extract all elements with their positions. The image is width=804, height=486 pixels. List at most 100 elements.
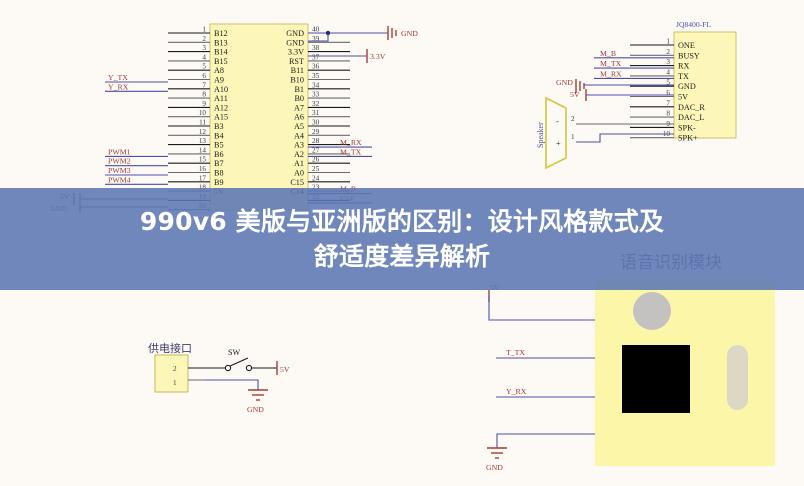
switch-contact-left bbox=[224, 364, 232, 372]
jq-5v-label: 5V bbox=[570, 90, 580, 99]
mcu-right-pin-name: B1 bbox=[294, 85, 304, 94]
jq-net-label: M_RX bbox=[600, 69, 622, 78]
jq-pin-name: RX bbox=[678, 62, 689, 71]
mcu-right-pin-number: 37 bbox=[312, 53, 320, 61]
mcu-right-pin-number: 27 bbox=[312, 146, 320, 154]
mcu-right-pin-number: 31 bbox=[312, 109, 320, 117]
mcu-right-pin-name: C15 bbox=[290, 178, 304, 187]
mcu-left-pin-name: A10 bbox=[214, 85, 228, 94]
mcu-left-pin-number: 3 bbox=[202, 44, 206, 52]
mcu-left-pin-name: A15 bbox=[214, 113, 228, 122]
mcu-left-pin-name: B4 bbox=[214, 131, 224, 140]
wire-pc-gnd-seg2 bbox=[205, 379, 259, 390]
wire-vm-gnd bbox=[496, 433, 595, 448]
mcu-right-pin-name: GND bbox=[286, 29, 304, 38]
jq-pin-name: ONE bbox=[678, 41, 695, 50]
switch-blade bbox=[229, 357, 249, 367]
mcu-right-pin-name: A3 bbox=[294, 141, 304, 150]
mcu-left-pin-number: 2 bbox=[202, 35, 206, 43]
mcu-left-pin-name: B7 bbox=[214, 159, 224, 168]
mcu-left-pin-name: B8 bbox=[214, 169, 224, 178]
vm-ttx-label: T_TX bbox=[506, 348, 525, 357]
mcu-left-pin-number: 11 bbox=[199, 119, 206, 127]
jq-pin-number: 5 bbox=[666, 79, 670, 87]
mcu-left-pin-name: B5 bbox=[214, 141, 224, 150]
jq-pin-name: SPK- bbox=[678, 123, 696, 132]
vm-gnd-label: GND bbox=[486, 463, 503, 472]
mcu-left-pin-number: 9 bbox=[202, 100, 206, 108]
speaker-pin-2-num: 2 bbox=[571, 115, 575, 123]
mcu-left-pin-number: 12 bbox=[199, 128, 207, 136]
mcu-left-pin-number: 17 bbox=[199, 174, 207, 182]
mcu-left-pin-name: A11 bbox=[214, 94, 228, 103]
title-overlay-text: 990v6 美版与亚洲版的区别：设计风格款式及 舒适度差异解析 bbox=[32, 204, 772, 275]
mcu-right-pin-number: 33 bbox=[312, 91, 320, 99]
mcu-right-pin-name: A6 bbox=[294, 113, 304, 122]
mcu-left-pin-number: 18 bbox=[199, 184, 207, 192]
jq-pin-name: DAC_R bbox=[678, 103, 705, 112]
jq-net-label: M_B bbox=[600, 49, 616, 58]
jq-net-label: M_TX bbox=[600, 59, 622, 68]
power-connector-body bbox=[154, 354, 189, 393]
mcu-left-pin-name: B14 bbox=[214, 48, 228, 57]
mcu-right-pin-name: 3.3V bbox=[288, 48, 304, 57]
jq-pin-name: SPK+ bbox=[678, 134, 698, 143]
mcu-left-pin-name: A9 bbox=[214, 76, 224, 85]
jq-pin-number: 3 bbox=[666, 58, 670, 66]
mcu-right-pin-name: A4 bbox=[294, 131, 304, 140]
mcu-left-pin-number: 8 bbox=[202, 91, 206, 99]
mcu-left-net-label: Y_TX bbox=[108, 73, 128, 82]
mcu-right-pin-number: 38 bbox=[312, 44, 320, 52]
mcu-right-pin-name: B11 bbox=[291, 66, 304, 75]
mcu-right-pin-number: 30 bbox=[312, 119, 320, 127]
mcu-left-pin-number: 7 bbox=[202, 81, 206, 89]
pc-gnd-label: GND bbox=[247, 405, 264, 414]
mcu-right-net-label: M_TX bbox=[340, 147, 362, 156]
mcu-left-pin-number: 4 bbox=[202, 53, 206, 61]
mcu-right-net-label: M_RX bbox=[340, 138, 362, 147]
mcu-right-pin-number: 25 bbox=[312, 165, 320, 173]
microphone-icon bbox=[633, 292, 671, 330]
mcu-left-pin-number: 14 bbox=[199, 146, 207, 154]
mcu-left-pin-name: B9 bbox=[214, 178, 224, 187]
mcu-left-pin-number: 5 bbox=[202, 63, 206, 71]
mcu-right-pin-name: A0 bbox=[294, 169, 304, 178]
power-connector-pin1-num: 1 bbox=[173, 379, 177, 387]
mcu-right-pin-name: RST bbox=[289, 57, 304, 66]
mcu-left-net-label: PWM2 bbox=[108, 157, 131, 166]
mcu-right-pin-name: B0 bbox=[294, 94, 304, 103]
speaker-label: Speaker bbox=[536, 122, 545, 148]
wire-vm-5v bbox=[488, 296, 595, 321]
mcu-right-pin-number: 39 bbox=[312, 35, 320, 43]
switch-label: SW bbox=[228, 348, 241, 357]
jq-pin-name: BUSY bbox=[678, 51, 700, 60]
jq-module-title: JQ8400-FL bbox=[676, 20, 711, 29]
power-connector-pin2-num: 2 bbox=[173, 365, 177, 373]
mcu-right-pin-number: 24 bbox=[312, 174, 320, 182]
speaker-symbol bbox=[545, 96, 567, 170]
jq-pin-number: 6 bbox=[666, 89, 670, 97]
jq-pin-number: 2 bbox=[666, 48, 670, 56]
jq-pin-number: 7 bbox=[666, 99, 670, 107]
mcu-left-net-label: PWM1 bbox=[108, 147, 131, 156]
jq-pin-number: 8 bbox=[666, 110, 670, 118]
mcu-left-pin-name: B13 bbox=[214, 38, 228, 47]
jq-pin-name: GND bbox=[678, 82, 696, 91]
mcu-right-pin-number: 28 bbox=[312, 137, 320, 145]
mcu-left-pin-number: 16 bbox=[199, 165, 207, 173]
mcu-right-pin-name: A7 bbox=[294, 103, 304, 112]
mcu-left-pin-name: B3 bbox=[214, 122, 224, 131]
gnd-40-label: GND bbox=[401, 29, 418, 38]
jq-pin-name: TX bbox=[678, 72, 689, 81]
speaker-pin-1-num: 1 bbox=[571, 133, 575, 141]
voice-module-chip bbox=[622, 345, 690, 413]
mcu-right-pin-group: 40GND39GND383.3V37RST36B1135B1034B133B03… bbox=[286, 26, 350, 201]
mcu-left-pin-name: A12 bbox=[214, 103, 228, 112]
mcu-right-pin-name: A2 bbox=[294, 150, 304, 159]
mcu-left-net-label: PWM3 bbox=[108, 166, 131, 175]
speaker-plus-polarity: + bbox=[556, 139, 561, 148]
